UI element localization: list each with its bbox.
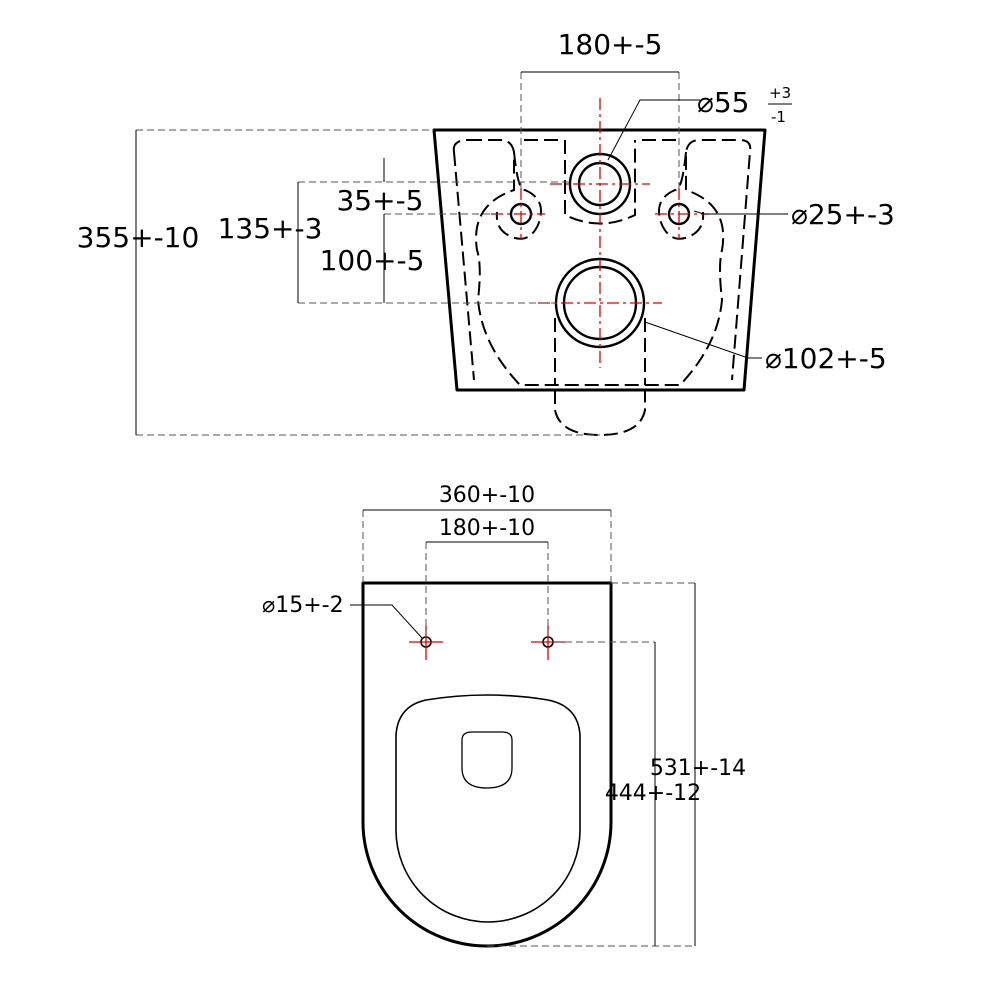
label-overall-length: 531+-14 <box>650 756 746 781</box>
label-inlet-diameter: ⌀55 <box>697 86 750 119</box>
front-centerlines <box>491 98 709 368</box>
label-overall-width: 360+-10 <box>439 483 535 508</box>
dim-inlet-to-bolt: 35+-5 <box>336 158 497 303</box>
label-hinge-to-front: 444+-12 <box>605 781 701 806</box>
label-center-height: 135+-3 <box>218 212 323 245</box>
dim-mount-spacing: 180+-5 <box>520 28 680 190</box>
top-bowl-inner <box>461 731 513 789</box>
dim-inlet-diameter: ⌀55 +3 -1 <box>607 84 792 161</box>
dim-overall-height: 355+-10 <box>77 129 600 436</box>
dim-hinge-spacing: 180+-10 <box>425 516 549 636</box>
front-right-boss <box>658 151 705 240</box>
front-outlet-spigot <box>554 318 646 437</box>
dim-center-height: 135+-3 <box>218 181 570 304</box>
front-left-boss <box>495 151 542 240</box>
dim-outlet-diameter: ⌀102+-5 <box>644 321 887 375</box>
top-seat-opening <box>395 694 581 923</box>
top-centerlines <box>409 626 565 660</box>
front-inner-contour <box>452 139 752 386</box>
label-hinge-hole: ⌀15+-2 <box>262 593 344 618</box>
label-inlet-to-bolt: 35+-5 <box>336 184 423 217</box>
label-bolt-to-outlet: 100+-5 <box>320 244 425 277</box>
dim-overall-width: 360+-10 <box>362 483 612 583</box>
dim-bolt-hole: ⌀25+-3 <box>693 198 895 231</box>
label-inlet-tol-plus: +3 <box>769 84 791 102</box>
top-body-outline <box>361 581 613 948</box>
dim-hinge-to-front: 444+-12 <box>554 641 701 946</box>
label-hinge-spacing: 180+-10 <box>439 516 535 541</box>
label-bolt-hole: ⌀25+-3 <box>791 198 895 231</box>
label-inlet-tol-minus: -1 <box>771 108 786 126</box>
dim-overall-length: 531+-14 <box>487 582 746 947</box>
dim-hinge-hole: ⌀15+-2 <box>262 593 423 639</box>
dim-bolt-to-outlet: 100+-5 <box>320 244 425 277</box>
label-mount-spacing: 180+-5 <box>558 28 663 61</box>
label-overall-height: 355+-10 <box>77 221 200 254</box>
front-view: 180+-5 ⌀55 +3 -1 ⌀25+-3 ⌀102+-5 355+-10 <box>77 28 895 437</box>
front-body-outline <box>432 128 767 392</box>
top-view: 360+-10 180+-10 ⌀15+-2 531+-14 444+-12 <box>262 483 746 948</box>
label-outlet-diameter: ⌀102+-5 <box>765 342 887 375</box>
